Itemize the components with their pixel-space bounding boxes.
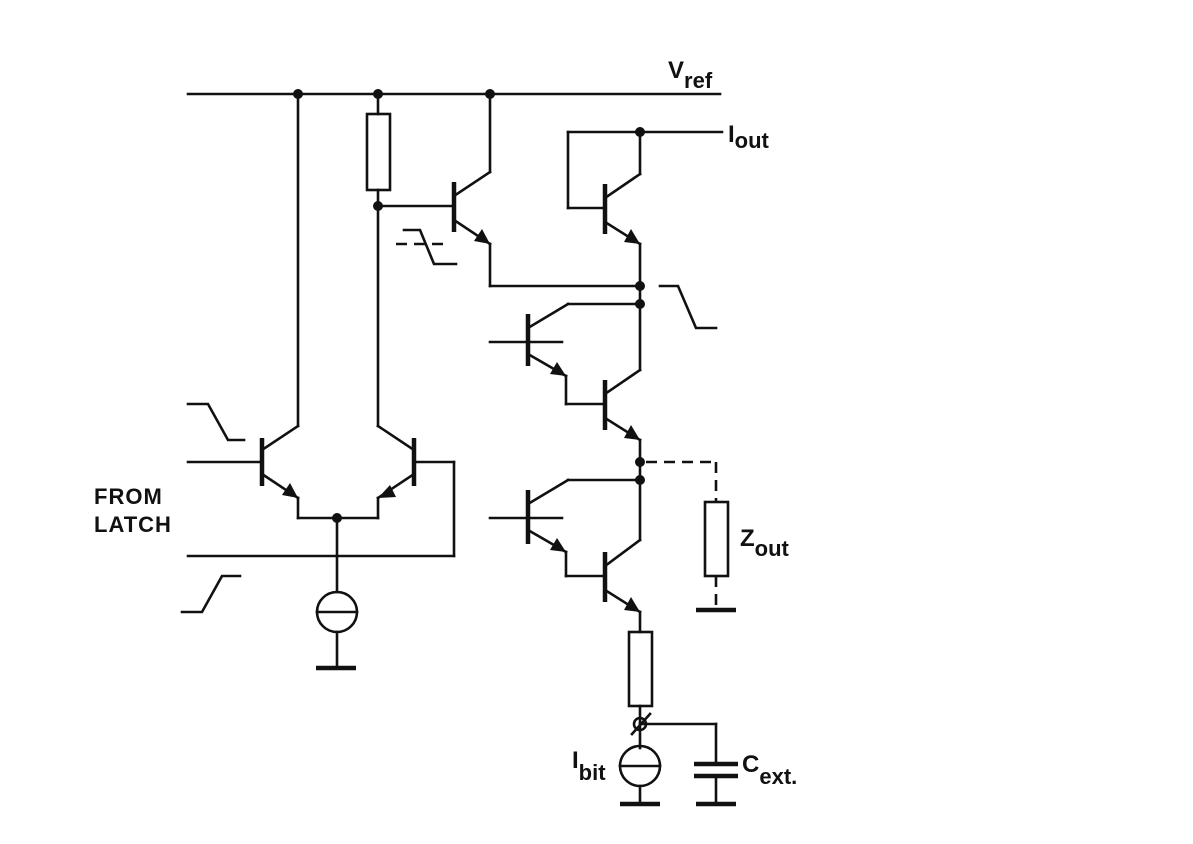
vref-label: Vref — [668, 57, 713, 93]
external-capacitor — [694, 722, 738, 807]
emitter-follower — [376, 92, 642, 288]
lower-cascode-stage — [488, 478, 642, 634]
upper-cascode-stage — [488, 302, 645, 485]
from-latch-label-line2: LATCH — [94, 512, 172, 537]
ibit-label: Ibit — [572, 747, 606, 785]
vref-rail — [186, 89, 722, 99]
cext-label: Cext. — [742, 751, 797, 789]
output-transistor — [566, 127, 724, 330]
zout-label: Zout — [740, 525, 790, 561]
load-resistor — [365, 92, 392, 211]
differential-pair — [180, 92, 456, 671]
zout-branch — [646, 460, 736, 613]
from-latch-label-line1: FROM — [94, 484, 163, 509]
bit-current-source — [618, 630, 718, 807]
iout-label: Iout — [728, 121, 770, 153]
